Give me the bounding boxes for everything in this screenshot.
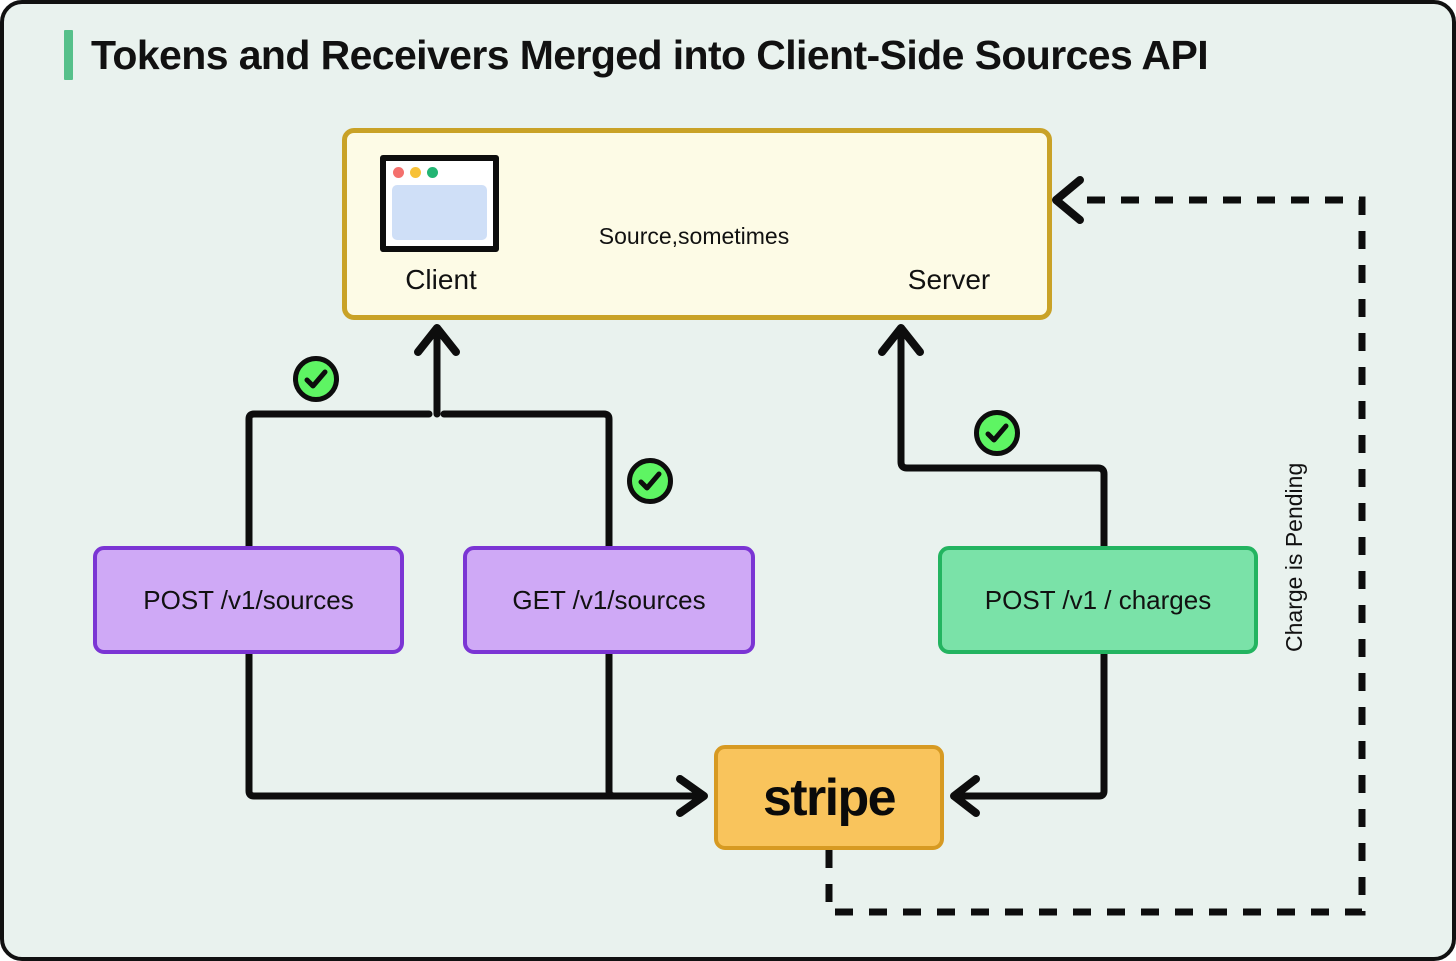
get-sources-to-stripe-connector	[605, 650, 708, 817]
post-sources-to-stripe-connector	[245, 650, 698, 800]
check-circle-icon	[974, 410, 1020, 456]
endpoint-get-sources-label: GET /v1/sources	[512, 584, 706, 615]
client-server-flow-label: Source,sometimes	[598, 223, 790, 249]
client-label: Client	[405, 264, 477, 295]
endpoint-post-charges-label: POST /v1 / charges	[984, 584, 1212, 615]
browser-window-icon	[380, 155, 499, 252]
endpoint-post-sources-label: POST /v1/sources	[143, 584, 354, 615]
check-circle-icon	[627, 458, 673, 504]
browser-viewport	[392, 185, 487, 240]
server-label: Server	[907, 264, 991, 295]
browser-dot-green	[427, 166, 438, 178]
browser-dot-yellow	[410, 166, 421, 178]
stripe-node[interactable]: stripe	[714, 745, 944, 850]
title-accent-bar	[64, 30, 73, 80]
endpoint-post-sources[interactable]: POST /v1/sources	[93, 546, 404, 654]
title-text: Tokens and Receivers Merged into Client-…	[91, 31, 1209, 78]
endpoint-get-sources[interactable]: GET /v1/sources	[463, 546, 755, 654]
stripe-logo-text: stripe	[762, 768, 897, 827]
charge-pending-label: Charge is Pending	[1281, 462, 1307, 652]
page-title: Tokens and Receivers Merged into Client-…	[64, 30, 1209, 80]
check-circle-icon	[293, 356, 339, 402]
endpoint-post-charges[interactable]: POST /v1 / charges	[938, 546, 1258, 654]
stripe-to-charges-connector	[950, 650, 1108, 817]
browser-dot-red	[393, 166, 404, 178]
browser-titlebar	[386, 161, 493, 183]
